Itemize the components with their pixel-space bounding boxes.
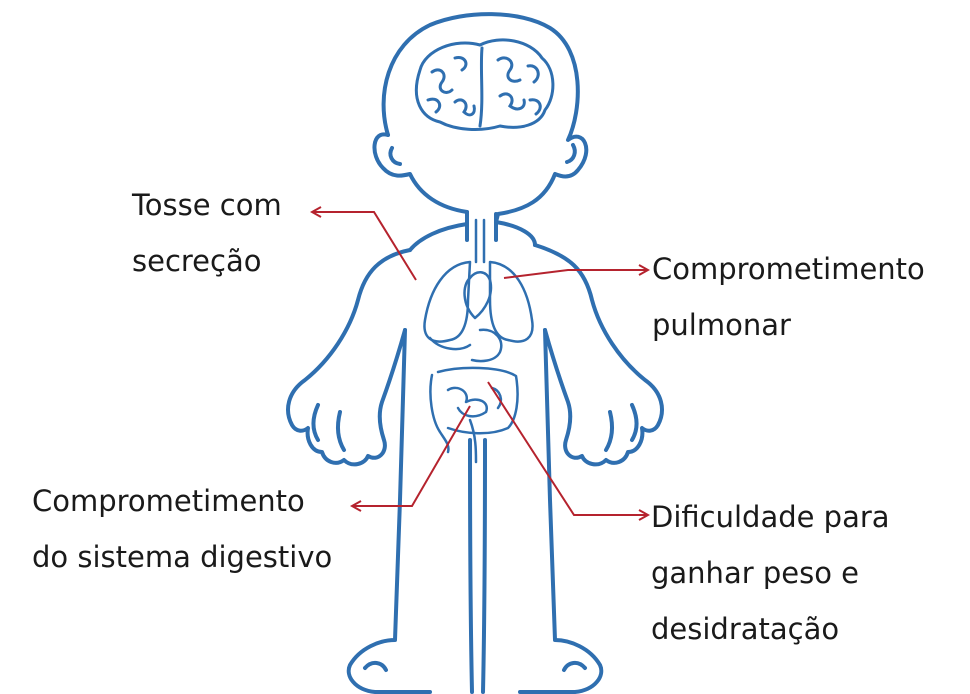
callout-arrows (312, 212, 648, 515)
brain-icon (414, 38, 555, 131)
label-peso-line-3: desidratação (651, 612, 840, 646)
arrow-pulmonar (503, 270, 648, 279)
child-body-outline (286, 12, 664, 694)
label-tosse-line-2: secreção (132, 244, 262, 278)
label-tosse-line-1: Tosse com (132, 188, 282, 222)
label-dificuldade-ganhar-peso: Dificuldade para ganhar peso e desidrata… (651, 489, 890, 657)
label-digestivo-line-1: Comprometimento (32, 484, 305, 518)
label-pulmonar-line-2: pulmonar (652, 308, 791, 342)
label-peso-line-1: Dificuldade para (651, 500, 890, 534)
arrow-tosse (312, 212, 417, 281)
label-comprometimento-pulmonar: Comprometimento pulmonar (652, 241, 925, 353)
internal-organs-icon (423, 218, 534, 464)
label-digestivo-line-2: do sistema digestivo (32, 540, 333, 574)
label-pulmonar-line-1: Comprometimento (652, 252, 925, 286)
arrow-digestivo (352, 405, 471, 506)
arrow-peso (487, 381, 648, 515)
label-tosse-com-secrecao: Tosse com secreção (132, 177, 282, 289)
label-comprometimento-digestivo: Comprometimento do sistema digestivo (32, 473, 332, 585)
label-peso-line-2: ganhar peso e (651, 556, 860, 590)
